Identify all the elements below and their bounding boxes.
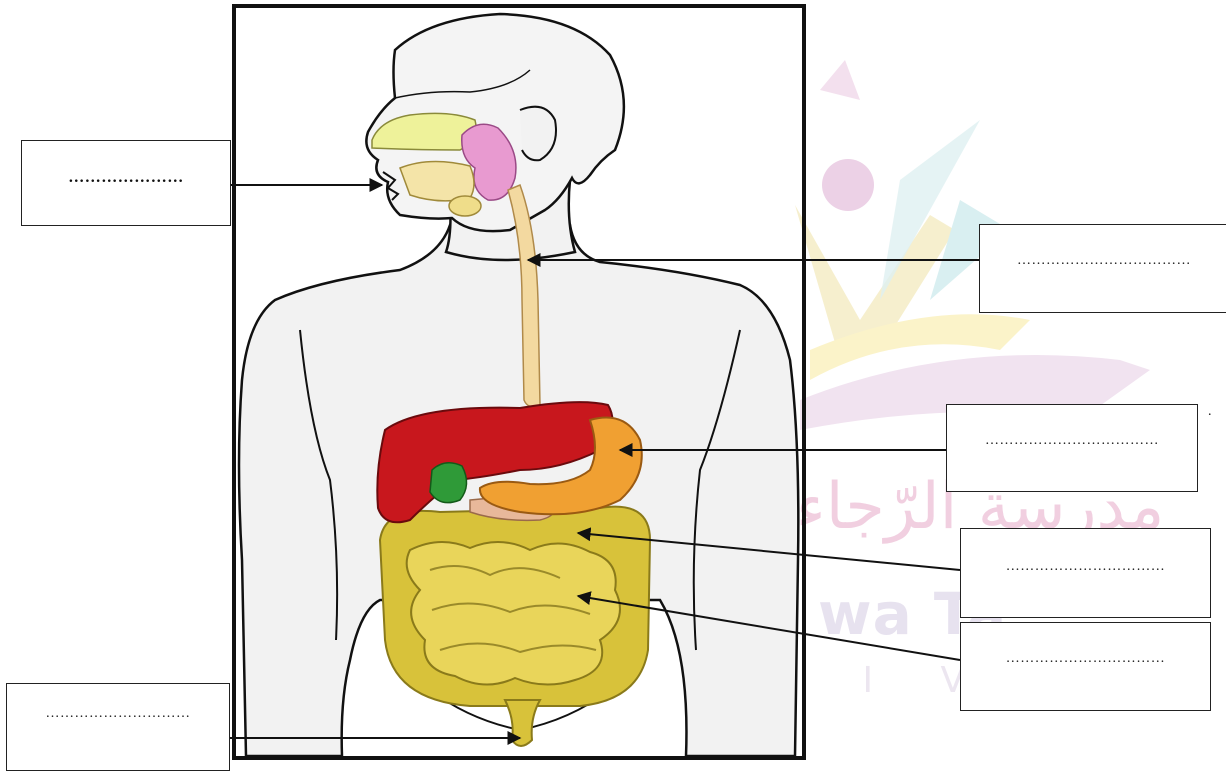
label-box-rectum[interactable]: ………………………… [6, 683, 230, 771]
label-box-stomach[interactable]: ……………………………… [946, 404, 1198, 492]
label-small-intestine-blank: …………………………… [961, 651, 1210, 667]
label-esophagus-blank: ……………………………… [980, 253, 1226, 269]
label-box-small-intestine[interactable]: …………………………… [960, 622, 1211, 711]
label-large-intestine-blank: …………………………… [961, 559, 1210, 575]
tongue [400, 161, 474, 200]
jaw-gland [449, 196, 481, 216]
gallbladder [430, 463, 467, 503]
intestines [380, 507, 650, 746]
label-box-mouth[interactable]: ………………… [21, 140, 231, 226]
label-stomach-blank: ……………………………… [947, 433, 1197, 449]
label-box-esophagus[interactable]: ……………………………… [979, 224, 1226, 313]
label-mouth-blank: ………………… [22, 169, 230, 187]
label-rectum-blank: ………………………… [7, 706, 229, 722]
rectum [505, 700, 540, 746]
label-box-large-intestine[interactable]: …………………………… [960, 528, 1211, 618]
stray-mark: . [1208, 404, 1212, 420]
